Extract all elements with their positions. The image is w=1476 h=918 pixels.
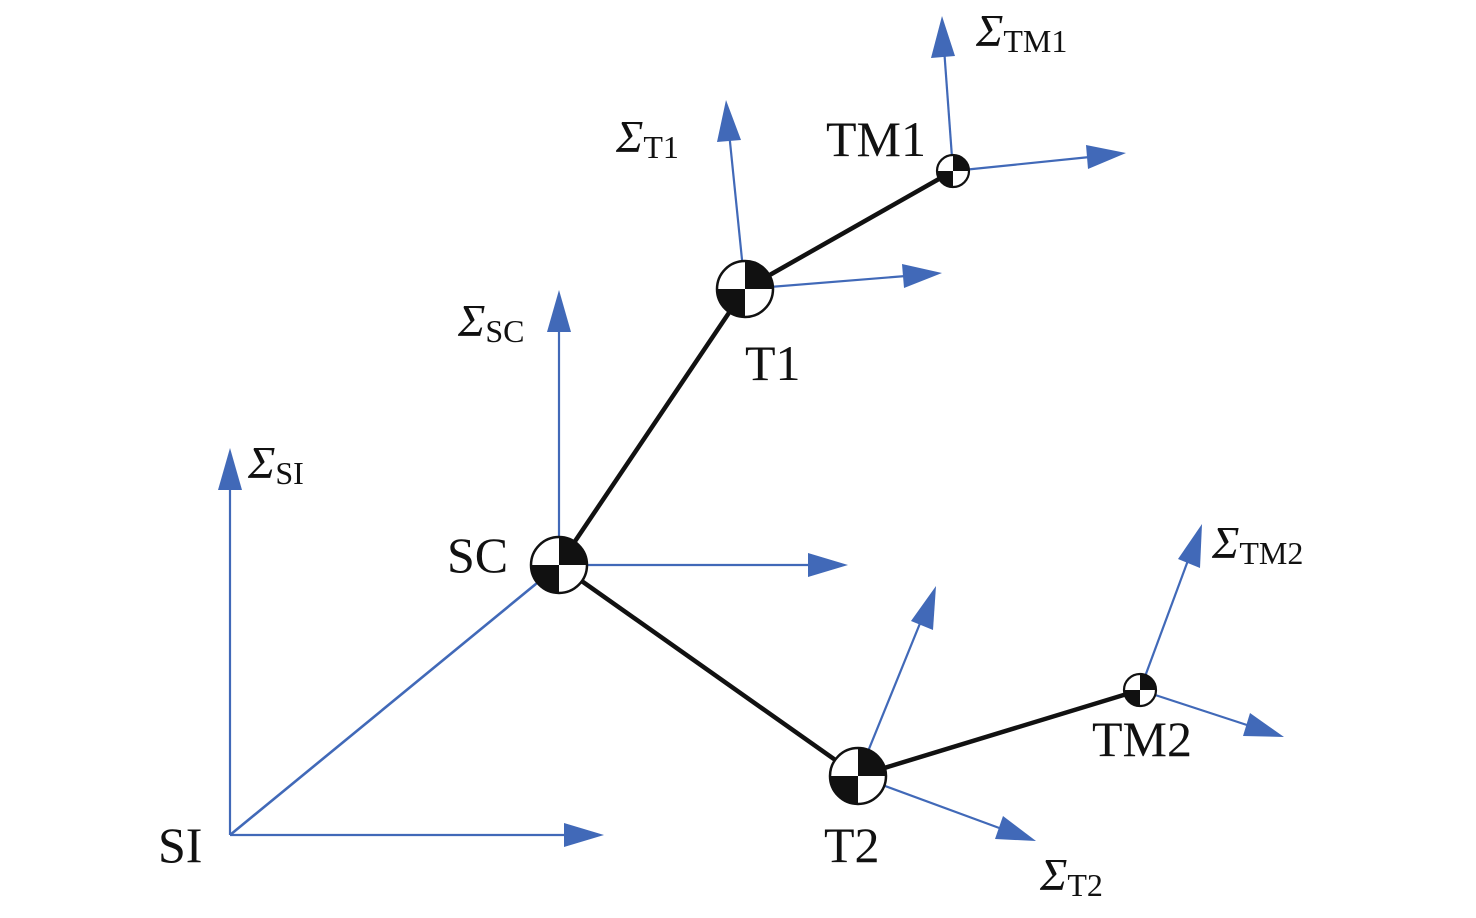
frame-subscript: TM2 xyxy=(1239,535,1303,571)
sigma-symbol: Σ xyxy=(457,295,485,346)
frame-subscript: TM1 xyxy=(1003,23,1067,59)
frame-label-si: ΣSI xyxy=(247,437,304,491)
frame-subscript: T1 xyxy=(643,129,679,165)
com-marker-tm2 xyxy=(1122,672,1158,708)
sigma-symbol: Σ xyxy=(1039,849,1067,900)
frame-label-sc: ΣSC xyxy=(457,295,524,349)
sigma-symbol: Σ xyxy=(247,437,275,488)
tm2-x-arrowhead xyxy=(1243,713,1284,737)
link-t2-tm2 xyxy=(857,687,1141,779)
label-si: SI xyxy=(158,817,202,873)
link-t1-tm1 xyxy=(743,169,955,291)
tm2-y-arrowhead xyxy=(1178,524,1202,568)
frame-label-t2: ΣT2 xyxy=(1039,849,1103,903)
si-y-arrowhead xyxy=(218,448,242,490)
tm1-x-arrowhead xyxy=(1086,145,1126,169)
label-sc: SC xyxy=(447,527,508,583)
com-marker-t2 xyxy=(828,746,888,806)
label-t1: T1 xyxy=(745,335,801,391)
com-marker-t1 xyxy=(715,259,775,319)
link-si-sc xyxy=(229,563,560,837)
frame-tm1 xyxy=(931,16,1126,173)
frame-t2 xyxy=(856,586,1036,841)
link-sc-t2 xyxy=(557,563,860,778)
frame-label-t1: ΣT1 xyxy=(615,111,679,165)
link-sc-t1 xyxy=(557,287,747,567)
si-x-arrowhead xyxy=(564,823,604,847)
tm2-y-axis xyxy=(1138,554,1192,691)
frame-subscript: SC xyxy=(485,313,524,349)
frame-si xyxy=(218,448,604,847)
frame-subscript: T2 xyxy=(1067,867,1103,903)
t2-y-arrowhead xyxy=(911,586,936,630)
frame-sc xyxy=(547,290,848,577)
sigma-symbol: Σ xyxy=(615,111,643,162)
sc-y-arrowhead xyxy=(547,290,571,332)
sigma-symbol: Σ xyxy=(1211,517,1239,568)
tm1-y-arrowhead xyxy=(931,16,955,58)
frame-label-tm1: ΣTM1 xyxy=(975,5,1067,59)
sigma-symbol: Σ xyxy=(975,5,1003,56)
com-marker-tm1 xyxy=(935,153,971,189)
frame-subscript: SI xyxy=(275,455,303,491)
tm1-x-axis xyxy=(952,155,1091,173)
t1-y-arrowhead xyxy=(717,100,741,142)
tm2-x-axis xyxy=(1139,688,1251,728)
frame-tm2 xyxy=(1138,524,1284,737)
tm1-y-axis xyxy=(942,47,955,172)
t2-x-arrowhead xyxy=(995,816,1036,841)
sc-x-arrowhead xyxy=(808,553,848,577)
label-tm2: TM2 xyxy=(1092,711,1192,767)
frame-label-tm2: ΣTM2 xyxy=(1211,517,1303,571)
label-t2: T2 xyxy=(824,817,880,873)
label-tm1: TM1 xyxy=(826,111,926,167)
t1-x-arrowhead xyxy=(902,264,942,288)
com-marker-sc xyxy=(529,535,589,595)
